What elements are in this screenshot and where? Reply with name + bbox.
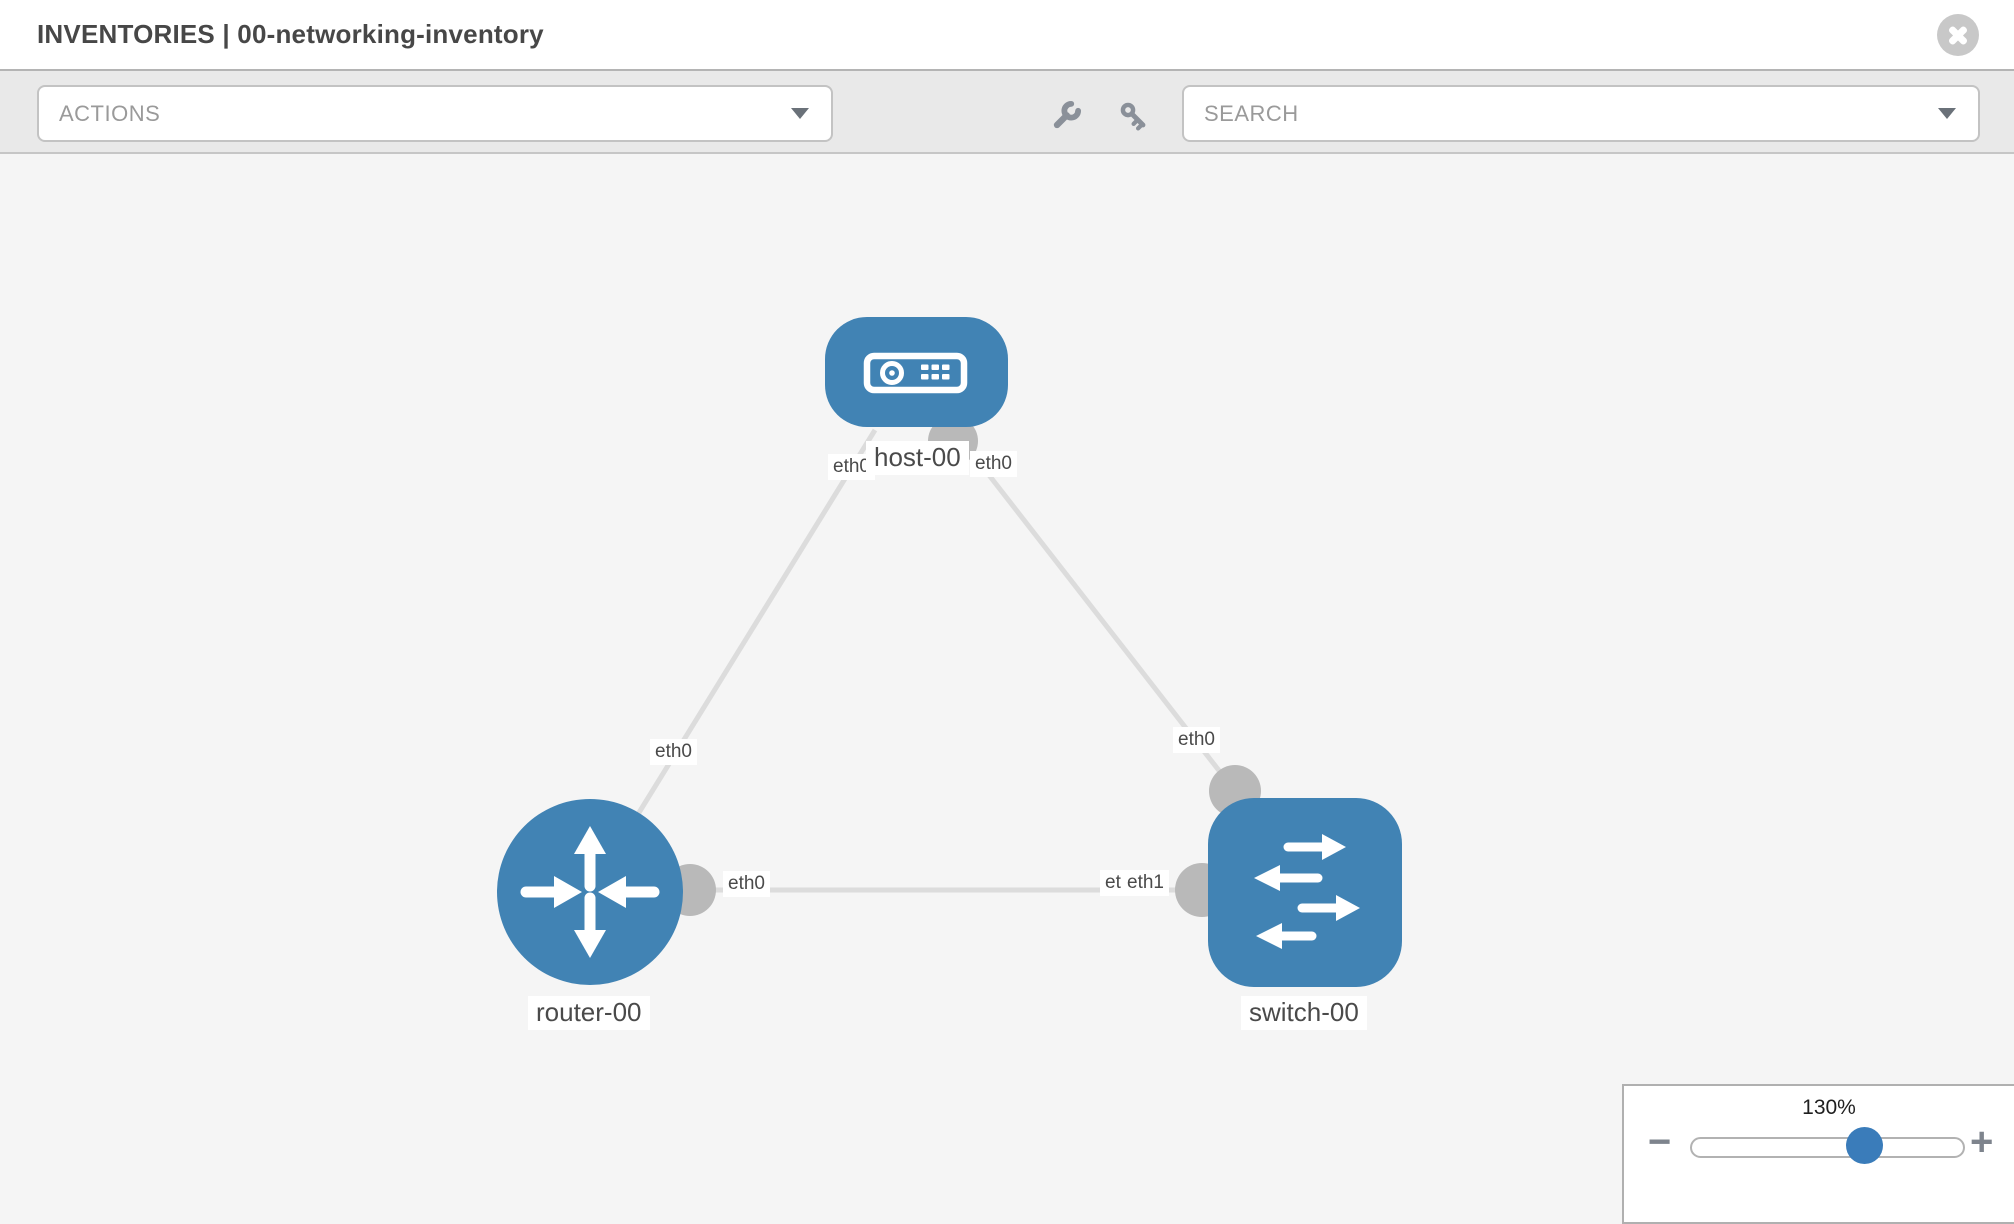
iface-label-router-eth0-diag: eth0 [650,739,697,765]
zoom-in-button[interactable]: + [1970,1120,1994,1164]
search-dropdown[interactable]: SEARCH [1182,85,1980,142]
iface-label-switch-eth1: eth1 [1122,870,1169,896]
credentials-button[interactable] [1116,98,1152,134]
key-icon [1120,102,1146,131]
topology-canvas[interactable]: eth0 eth0 eth0 eth0 eth0 eth1 eth1 host-… [0,154,2014,1200]
switch-icon [1254,834,1360,949]
chevron-down-icon [1938,108,1956,119]
toolbar: ACTIONS SEARCH [0,71,2014,154]
node-label-router-00: router-00 [528,996,650,1030]
chevron-down-icon [791,108,809,119]
header: INVENTORIES | 00-networking-inventory [0,0,2014,71]
node-router-00[interactable] [497,799,683,985]
zoom-slider[interactable] [1690,1137,1965,1158]
node-host-00[interactable] [825,317,1008,427]
router-icon [520,826,660,958]
actions-dropdown-label: ACTIONS [59,100,161,126]
topology-graph [497,317,1402,987]
tools-button[interactable] [1048,98,1084,134]
iface-label-switch-eth0: eth0 [1173,727,1220,753]
search-placeholder: SEARCH [1204,100,1299,126]
close-button[interactable] [1937,14,1979,56]
zoom-panel: 130% − + [1622,1084,2014,1224]
iface-label-host-eth0-right: eth0 [970,451,1017,477]
wrench-icon [1053,100,1082,129]
host-icon [863,352,968,394]
actions-dropdown[interactable]: ACTIONS [37,85,833,142]
zoom-slider-knob[interactable] [1846,1127,1883,1164]
node-label-host-00: host-00 [866,441,969,475]
zoom-out-button[interactable]: − [1648,1120,1672,1164]
page-title: INVENTORIES | 00-networking-inventory [37,19,544,49]
iface-label-router-eth0-horiz: eth0 [723,871,770,897]
zoom-level: 130% [1802,1096,1856,1119]
node-label-switch-00: switch-00 [1241,996,1367,1030]
links [587,423,1247,894]
node-switch-00[interactable] [1208,798,1402,987]
interface-ports [664,416,1261,917]
